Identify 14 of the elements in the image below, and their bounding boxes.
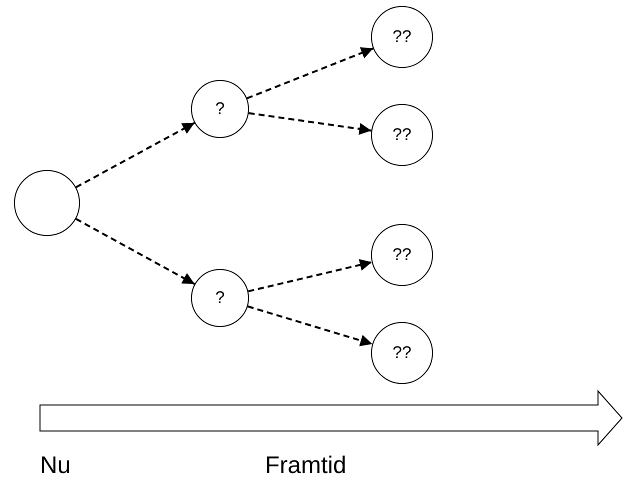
arrow (248, 259, 372, 292)
node-label: ?? (392, 245, 412, 265)
node-label: ? (215, 99, 225, 119)
arrow (75, 218, 196, 285)
node-label: ?? (392, 27, 412, 47)
arrow (247, 305, 373, 346)
axis-label: Nu (40, 452, 71, 480)
arrow (248, 112, 372, 135)
axis-label: Framtid (265, 452, 346, 480)
arrow (246, 47, 374, 100)
arrow (76, 122, 195, 188)
node-label: ? (215, 288, 225, 308)
node-label: ?? (392, 343, 412, 363)
node-label: ?? (392, 125, 412, 145)
